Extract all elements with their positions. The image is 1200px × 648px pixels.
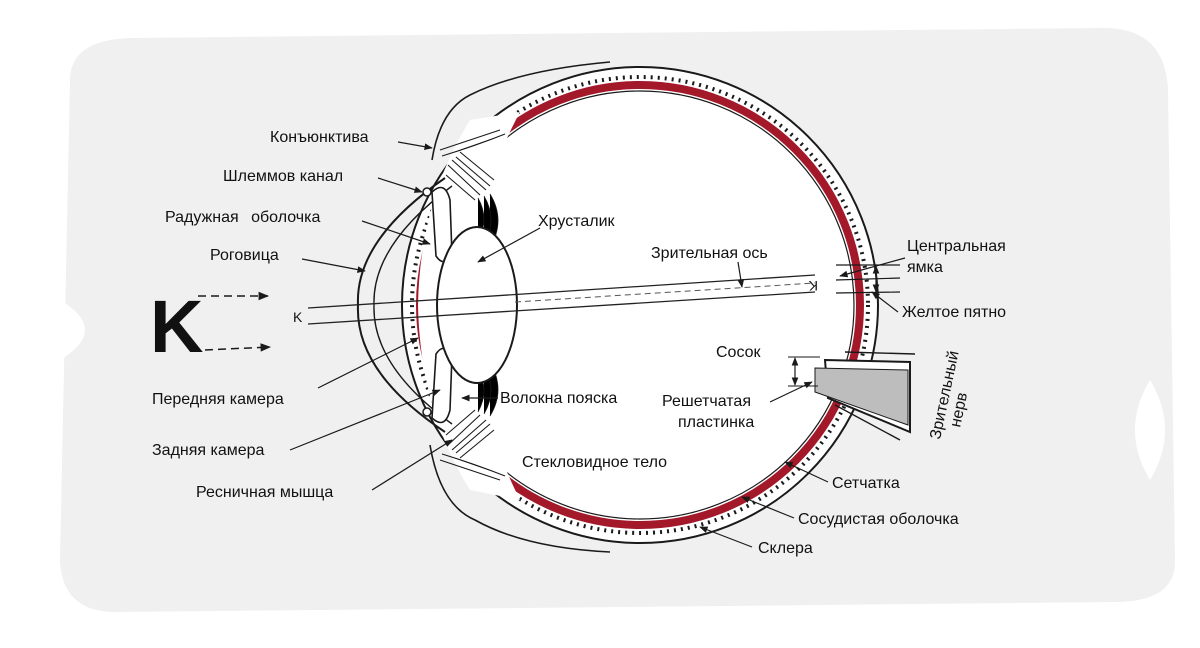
label-cornea: Роговица — [210, 247, 279, 264]
leader-visual-axis — [737, 261, 745, 288]
ciliary-body-upper — [439, 129, 506, 201]
label-optic-nerve-line2: нерв — [947, 391, 971, 429]
leader-posterior-chamber — [289, 389, 441, 451]
arrow-lower-dashed — [204, 343, 272, 352]
leader-choroid — [741, 496, 795, 519]
label-lens: Хрусталик — [538, 213, 616, 230]
optic-nerve-sheath — [834, 351, 916, 441]
cornea-inner — [373, 185, 453, 425]
sclera-dotted-layer — [410, 75, 870, 535]
leader-macula — [871, 291, 899, 313]
label-schlemm-canal: Шлеммов канал — [223, 168, 343, 185]
label-ciliary-muscle: Ресничная мышца — [196, 484, 333, 501]
backdrop-star-right — [1135, 380, 1165, 480]
label-lamina-line1: Решетчатая — [662, 393, 751, 410]
backdrop-star-left — [40, 300, 85, 360]
leader-fovea — [839, 257, 906, 278]
label-visual-axis: Зрительная ось — [651, 245, 768, 262]
leader-cornea — [301, 258, 366, 273]
label-posterior-chamber: Задняя камера — [152, 442, 265, 459]
schlemm-canal-lower — [422, 407, 432, 417]
label-optic-disc: Сосок — [716, 344, 762, 361]
leader-retina — [784, 461, 829, 483]
label-iris: Радужная оболочка — [165, 209, 320, 226]
leader-anterior-chamber — [317, 337, 419, 389]
optic-nerve-core — [814, 367, 909, 426]
leader-iris — [361, 220, 431, 245]
fovea-ticks — [835, 264, 901, 294]
upper-ray — [307, 274, 816, 309]
leader-schlemm — [377, 177, 423, 193]
visual-axis-line — [514, 282, 816, 303]
label-vitreous-body: Стекловидное тело — [522, 454, 667, 471]
letter-k-small: K — [293, 309, 303, 325]
lower-ray — [307, 291, 816, 325]
ciliary-body-lower — [439, 409, 506, 481]
leader-lamina — [769, 381, 813, 403]
lower-eyelid-fold — [429, 444, 611, 553]
label-lamina-line2: пластинка — [678, 414, 754, 431]
label-conjunctiva: Конъюнктива — [270, 129, 369, 146]
label-sclera: Склера — [758, 540, 813, 557]
leader-sclera — [699, 526, 753, 548]
label-choroid: Сосудистая оболочка — [798, 511, 959, 528]
label-anterior-chamber: Передняя камера — [152, 391, 284, 408]
letter-k-inverted: K — [808, 278, 818, 294]
upper-eyelid-fold — [431, 61, 611, 161]
leader-lens — [477, 227, 541, 263]
label-fovea-line2: ямка — [907, 259, 943, 276]
schlemm-canal — [422, 187, 432, 197]
label-fovea-line1: Центральная — [907, 238, 1006, 255]
lens — [436, 226, 518, 384]
leader-conjunctiva — [397, 141, 433, 150]
leader-ciliary-muscle — [371, 439, 453, 491]
label-zonule-fibers: Волокна пояска — [500, 390, 617, 407]
letter-k-large: K — [150, 285, 203, 368]
label-macula: Желтое пятно — [902, 304, 1006, 321]
label-retina: Сетчатка — [832, 475, 900, 492]
